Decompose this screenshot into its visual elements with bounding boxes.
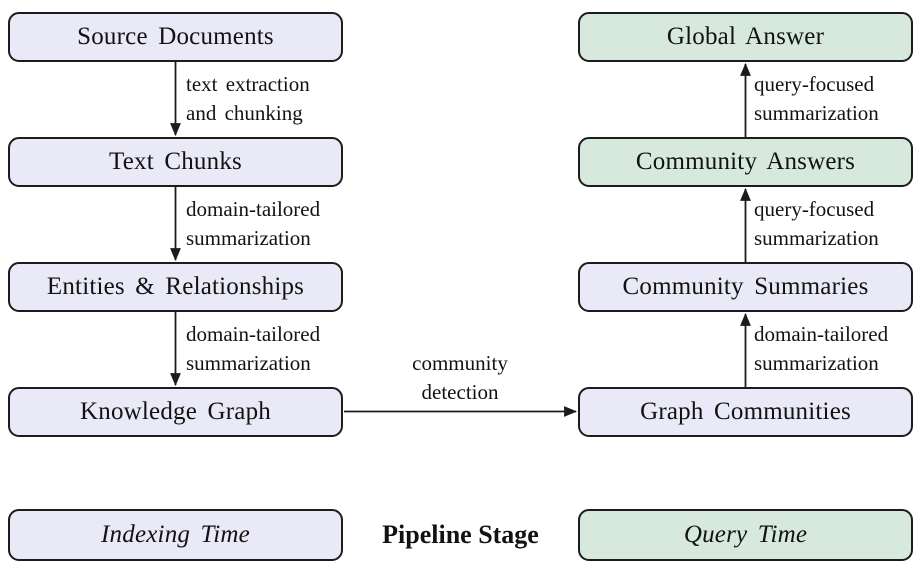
edge-label-domain-tailored-3: domain-tailored summarization — [754, 322, 889, 375]
node-label: Community Answers — [635, 148, 856, 175]
node-source-documents: Source Documents — [8, 12, 343, 62]
node-global-answer: Global Answer — [578, 12, 913, 62]
legend-query-time: Query Time — [578, 509, 913, 561]
legend-indexing-time: Indexing Time — [8, 509, 343, 561]
node-label: Community Summaries — [622, 273, 869, 300]
node-graph-communities: Graph Communities — [578, 387, 913, 437]
node-label: Knowledge Graph — [80, 398, 271, 425]
node-label: Text Chunks — [109, 148, 242, 175]
node-label: Entities & Relationships — [46, 273, 305, 300]
edge-label-text-extraction: text extraction and chunking — [186, 72, 310, 125]
legend-label: Indexing Time — [101, 521, 250, 548]
edge-label-query-focused-2: query-focused summarization — [754, 72, 879, 125]
node-community-answers: Community Answers — [578, 137, 913, 187]
legend-title: Pipeline Stage — [382, 520, 539, 549]
node-community-summaries: Community Summaries — [578, 262, 913, 312]
edge-label-domain-tailored-2: domain-tailored summarization — [186, 322, 321, 375]
node-text-chunks: Text Chunks — [8, 137, 343, 187]
node-label: Source Documents — [77, 23, 274, 50]
edge-label-community-detection: community detection — [412, 351, 508, 404]
node-label: Global Answer — [666, 23, 825, 50]
legend-label: Query Time — [683, 521, 808, 548]
edge-label-query-focused-1: query-focused summarization — [754, 197, 879, 250]
edge-label-domain-tailored-1: domain-tailored summarization — [186, 197, 321, 250]
node-label: Graph Communities — [640, 398, 851, 425]
node-entities-relationships: Entities & Relationships — [8, 262, 343, 312]
node-knowledge-graph: Knowledge Graph — [8, 387, 343, 437]
